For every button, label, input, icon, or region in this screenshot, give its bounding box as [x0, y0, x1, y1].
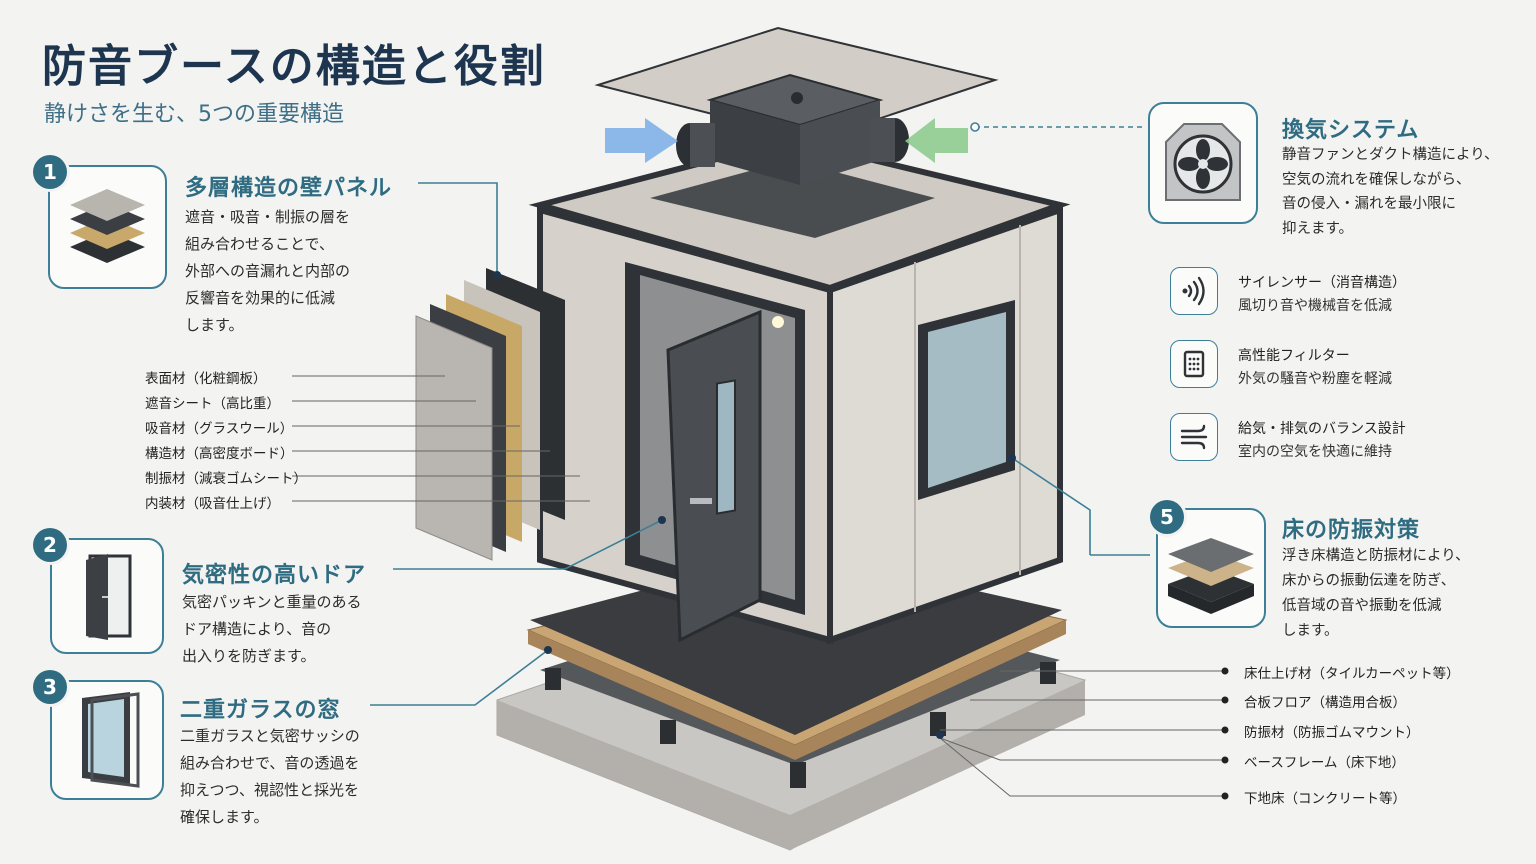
floor-layer-label: 床仕上げ材（タイルカーペット等） [1244, 666, 1460, 682]
wall-layer-label: 制振材（減衰ゴムシート） [145, 471, 307, 487]
door-icon [86, 554, 132, 640]
layered-panel-icon [70, 189, 145, 263]
section-1-number: 1 [33, 155, 67, 189]
floor-card [1156, 508, 1266, 628]
floor-layer-label: 下地床（コンクリート等） [1244, 791, 1406, 807]
wall-layers-exploded [415, 268, 565, 561]
section-1-desc: 遮音・吸音・制振の層を 組み合わせることで、 外部への音漏れと内部の 反響音を効… [185, 208, 351, 334]
wall-layer-label: 内装材（吸音仕上げ） [145, 496, 280, 512]
vent-feature-desc: 外気の騒音や粉塵を軽減 [1238, 371, 1392, 387]
vibration-mounts [545, 662, 1056, 788]
section-3-number: 3 [33, 670, 67, 704]
floor-layer-label: 合板フロア（構造用合板） [1244, 695, 1406, 711]
section-5-desc: 浮き床構造と防振材により、 床からの振動伝達を防ぎ、 低音域の音や振動を低減 し… [1282, 548, 1470, 639]
vent-feature-desc: 風切り音や機械音を低減 [1238, 298, 1392, 314]
section-2-desc: 気密パッキンと重量のある ドア構造により、音の 出入りを防ぎます。 [182, 593, 362, 665]
sound-wave-icon [1170, 267, 1218, 315]
double-window-icon [82, 692, 140, 788]
section-2-title: 気密性の高いドア [182, 563, 367, 588]
wall-layer-label: 吸音材（グラスウール） [145, 421, 294, 437]
wall-layer-label: 遮音シート（高比重） [145, 396, 280, 412]
vent-feature-title: 給気・排気のバランス設計 [1238, 421, 1406, 437]
filter-icon [1170, 340, 1218, 388]
vent-feature-desc: 室内の空気を快適に維持 [1238, 444, 1392, 460]
fan-icon [1165, 123, 1241, 201]
vent-feature-title: 高性能フィルター [1238, 348, 1350, 364]
ventilation-card [1148, 102, 1258, 224]
section-5-title: 床の防振対策 [1282, 518, 1421, 543]
section-4-title: 換気システム [1282, 118, 1420, 143]
floor-layer-label: ベースフレーム（床下地） [1244, 755, 1405, 771]
page-subtitle: 静けさを生む、5つの重要構造 [44, 102, 344, 127]
section-1-title: 多層構造の壁パネル [185, 176, 393, 201]
open-door [666, 309, 762, 643]
floor-layer-label: 防振材（防振ゴムマウント） [1244, 725, 1420, 741]
wall-layer-label: 構造材（高密度ボード） [145, 446, 294, 462]
wall-layer-label: 表面材（化粧鋼板） [145, 371, 267, 387]
wall-panel-card [48, 165, 167, 289]
page-title: 防音ブースの構造と役割 [42, 41, 546, 92]
section-4-desc: 静音ファンとダクト構造により、 空気の流れを確保しながら、 音の侵入・漏れを最小… [1282, 147, 1499, 237]
air-intake-arrow [605, 118, 678, 163]
section-2-number: 2 [33, 528, 67, 562]
air-exhaust-arrow [905, 118, 968, 163]
airflow-icon [1170, 413, 1218, 461]
door-card [50, 538, 164, 654]
section-5-number: 5 [1150, 500, 1184, 534]
section-3-title: 二重ガラスの窓 [180, 698, 341, 723]
section-3-desc: 二重ガラスと気密サッシの 組み合わせで、音の透過を 抑えつつ、視認性と採光を 確… [180, 727, 360, 826]
window-card [50, 680, 164, 800]
vent-feature-title: サイレンサー（消音構造） [1238, 275, 1406, 291]
floor-layers-icon [1168, 538, 1254, 614]
